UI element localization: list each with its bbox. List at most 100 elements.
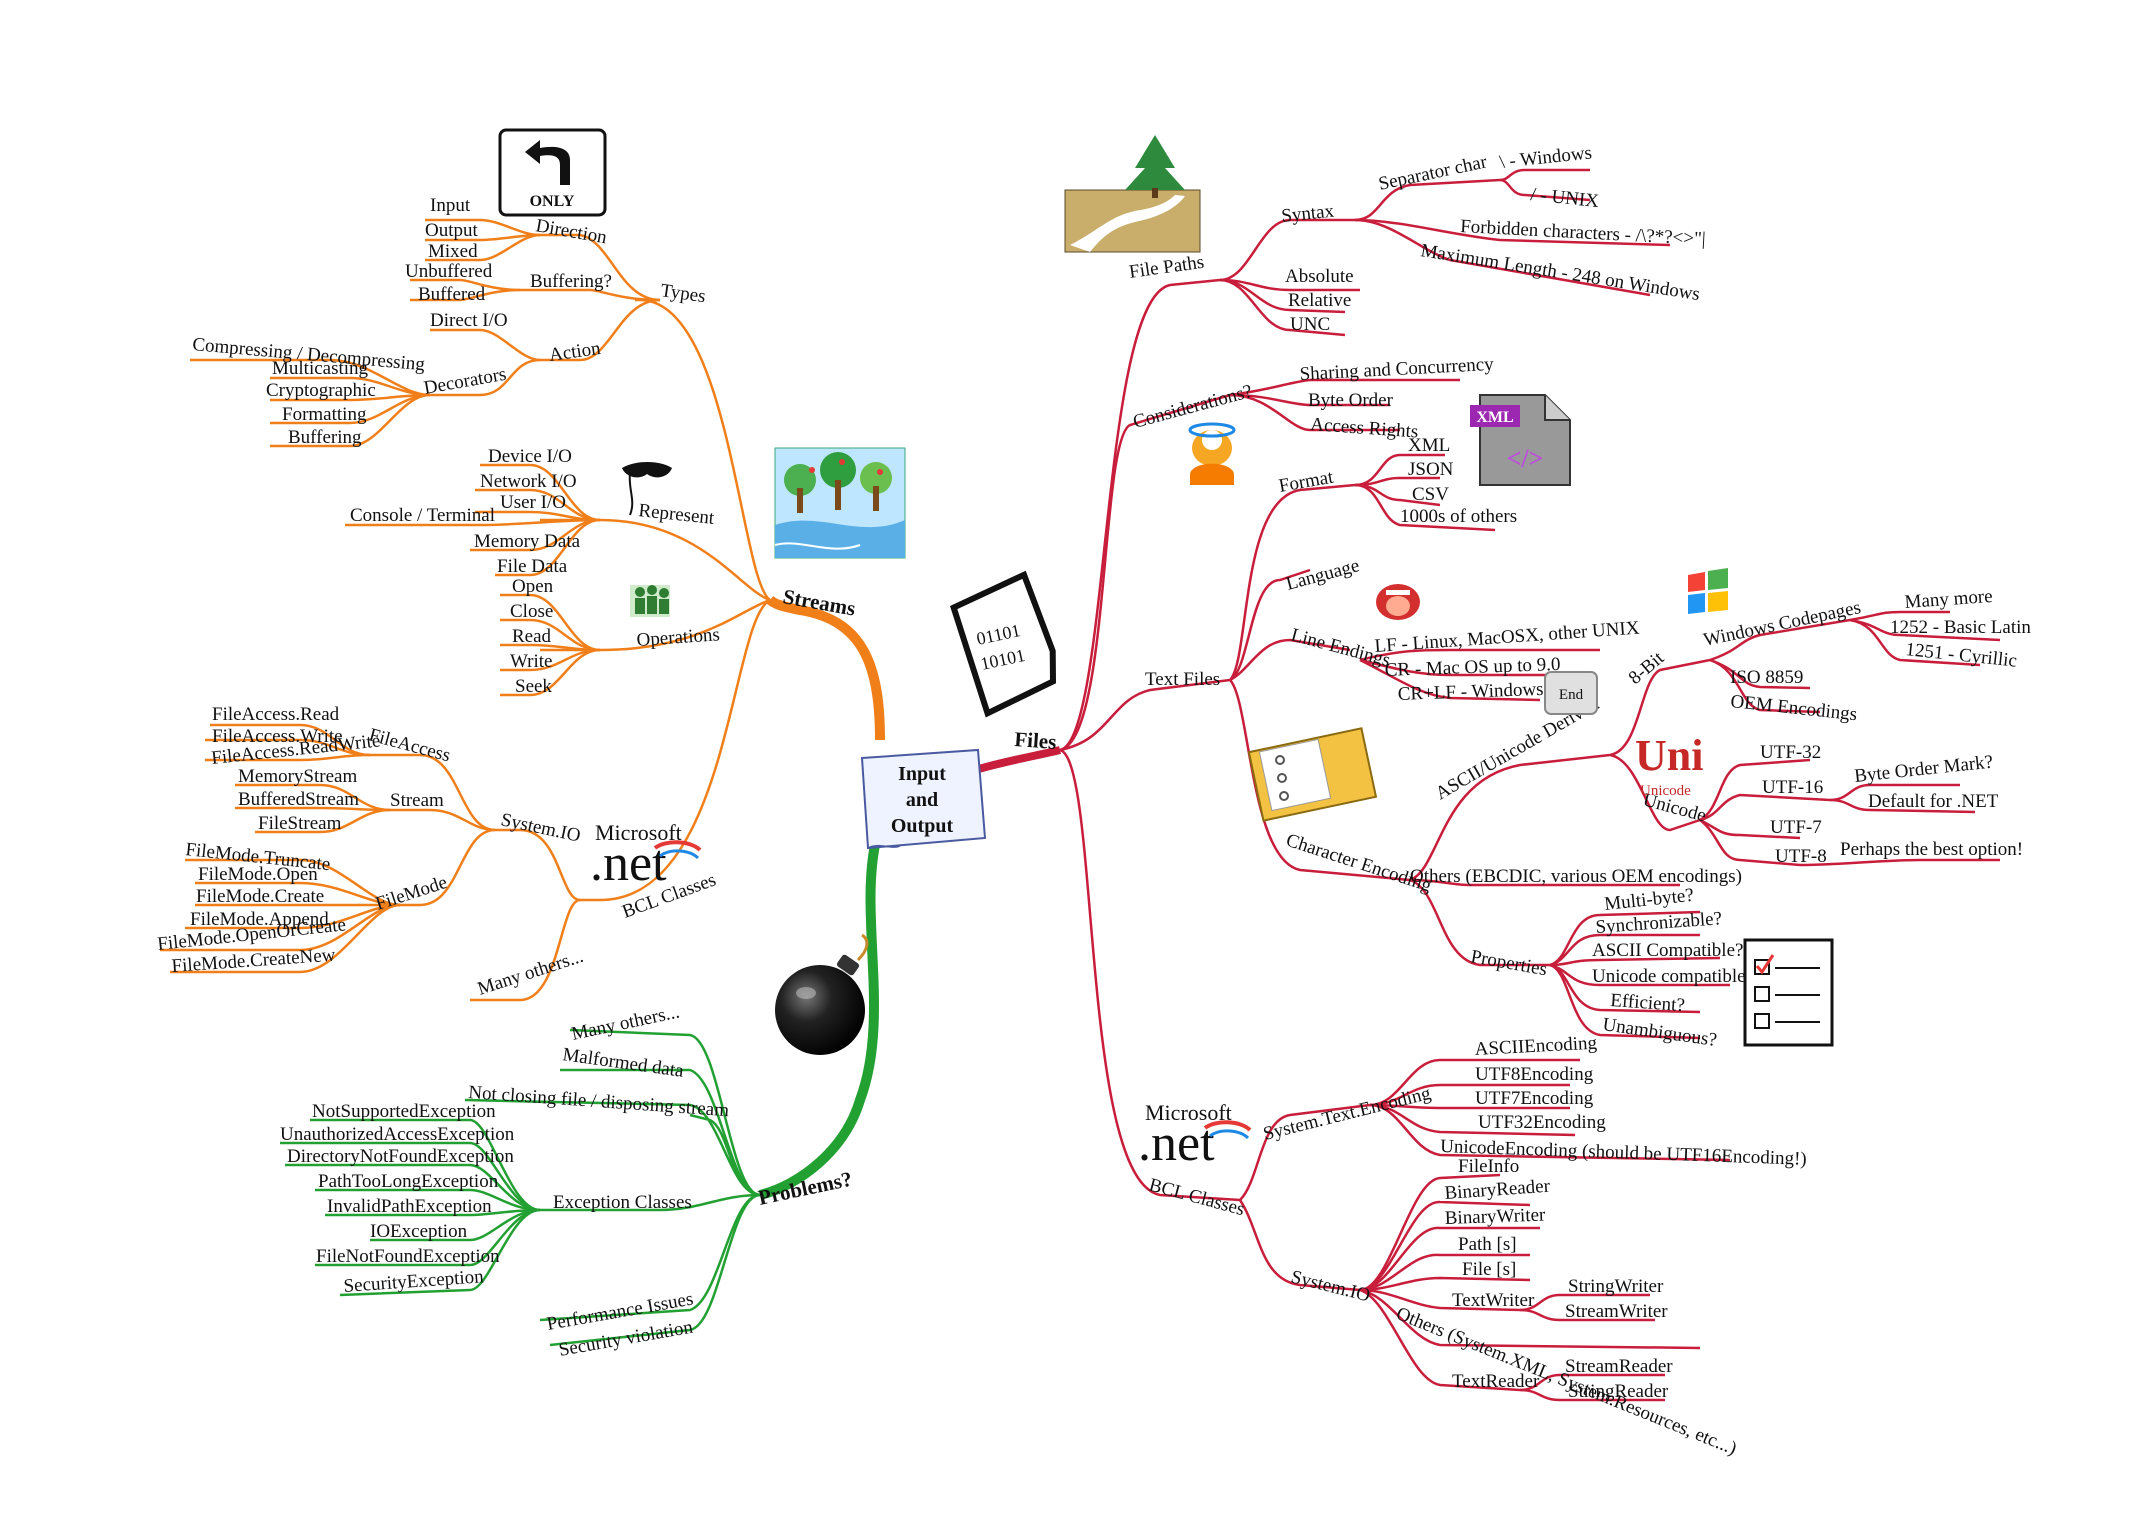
consideration-item[interactable]: Access Rights: [1310, 414, 1419, 442]
fileaccess-item[interactable]: FileAccess.Read: [212, 704, 340, 725]
textwriter-label[interactable]: TextWriter: [1452, 1290, 1535, 1311]
systemio-item[interactable]: FileInfo: [1458, 1156, 1519, 1177]
decorator-item[interactable]: Formatting: [282, 404, 367, 425]
systemio-others[interactable]: Others (System.XML, System.Resources, et…: [1393, 1303, 1739, 1459]
textwriter-item[interactable]: StringWriter: [1568, 1276, 1664, 1297]
represent-item[interactable]: Memory Data: [474, 531, 581, 552]
properties-label[interactable]: Properties: [1469, 946, 1549, 980]
property-item[interactable]: Efficient?: [1610, 990, 1686, 1016]
forbidden-chars[interactable]: Forbidden characters - /\?*?<>"|: [1460, 216, 1706, 250]
utf16-label[interactable]: UTF-16: [1762, 777, 1823, 798]
syntax-label[interactable]: Syntax: [1280, 201, 1335, 227]
systemio-item[interactable]: BinaryReader: [1444, 1176, 1551, 1204]
operation-item[interactable]: Write: [510, 651, 553, 672]
exception-item[interactable]: UnauthorizedAccessException: [280, 1124, 515, 1145]
decorator-item[interactable]: Cryptographic: [266, 380, 376, 401]
streams-bcl-others[interactable]: Many others...: [475, 946, 586, 1000]
separator-item[interactable]: \ - Windows: [1498, 142, 1593, 173]
text-encoding-label[interactable]: System.Text.Encoding: [1261, 1083, 1433, 1145]
eightbit-label[interactable]: 8-Bit: [1625, 647, 1669, 689]
direction-item[interactable]: Output: [425, 220, 479, 241]
decorator-item[interactable]: Buffering: [288, 427, 362, 448]
encoding-item[interactable]: ASCIIEncoding: [1474, 1033, 1598, 1060]
action-label[interactable]: Action: [548, 338, 603, 366]
represent-item[interactable]: Device I/O: [488, 446, 572, 467]
format-item[interactable]: XML: [1408, 435, 1450, 456]
represent-item[interactable]: Network I/O: [480, 471, 577, 492]
exception-item[interactable]: InvalidPathException: [327, 1196, 492, 1217]
represent-item[interactable]: Console / Terminal: [350, 505, 495, 526]
buffering-item[interactable]: Unbuffered: [405, 261, 493, 282]
path-kind[interactable]: Absolute: [1285, 266, 1354, 287]
operations-label[interactable]: Operations: [636, 624, 721, 651]
buffering-label[interactable]: Buffering?: [530, 271, 612, 292]
textreader-label[interactable]: TextReader: [1452, 1371, 1540, 1392]
exception-item[interactable]: NotSupportedException: [312, 1101, 496, 1122]
eightbit-item[interactable]: ISO 8859: [1730, 667, 1803, 688]
stream-item[interactable]: FileStream: [258, 813, 342, 834]
property-item[interactable]: Unicode compatible?: [1592, 966, 1754, 987]
exception-item[interactable]: PathTooLongException: [318, 1171, 499, 1192]
line-ending-item[interactable]: CR+LF - Windows, ...: [1397, 678, 1567, 705]
files-bcl-label[interactable]: BCL Classes: [1147, 1175, 1247, 1221]
represent-label[interactable]: Represent: [637, 500, 715, 529]
codepage-item[interactable]: 1251 - Cyrillic: [1904, 639, 2017, 672]
encoding-item[interactable]: UTF8Encoding: [1475, 1064, 1594, 1085]
types-label[interactable]: Types: [659, 280, 707, 307]
path-kind[interactable]: Relative: [1288, 290, 1351, 311]
max-length[interactable]: Maximum Length - 248 on Windows: [1419, 240, 1701, 305]
format-label[interactable]: Format: [1277, 467, 1335, 497]
action-item[interactable]: Direct I/O: [430, 310, 508, 331]
textreader-item[interactable]: StringReader: [1568, 1381, 1669, 1402]
decorator-item[interactable]: Multicasting: [272, 358, 369, 379]
filemode-item[interactable]: FileMode.Append: [190, 909, 329, 930]
language-label[interactable]: Language: [1284, 555, 1362, 595]
systemio-item[interactable]: Path [s]: [1458, 1234, 1517, 1255]
filemode-label[interactable]: FileMode: [373, 872, 450, 915]
represent-item[interactable]: File Data: [497, 556, 568, 577]
format-item[interactable]: JSON: [1408, 459, 1454, 480]
property-item[interactable]: Unambiguous?: [1601, 1014, 1718, 1051]
utf7-label[interactable]: UTF-7: [1770, 817, 1822, 838]
buffering-item[interactable]: Buffered: [418, 284, 486, 305]
stream-item[interactable]: BufferedStream: [238, 789, 359, 810]
center-node[interactable]: Input and Output: [860, 748, 987, 850]
utf16-item[interactable]: Default for .NET: [1868, 791, 1999, 812]
problem-item[interactable]: Many others...: [570, 1002, 682, 1045]
systemio-item[interactable]: File [s]: [1462, 1259, 1516, 1280]
separator-item[interactable]: / - UNIX: [1529, 184, 1600, 212]
direction-item[interactable]: Input: [430, 195, 471, 216]
format-item[interactable]: CSV: [1412, 484, 1449, 505]
line-ending-item[interactable]: CR - Mac OS up to 9.0: [1384, 654, 1560, 681]
utf32-label[interactable]: UTF-32: [1760, 742, 1821, 763]
consideration-item[interactable]: Byte Order: [1308, 390, 1394, 411]
exception-item[interactable]: DirectoryNotFoundException: [287, 1146, 514, 1167]
problem-item[interactable]: Malformed data: [561, 1044, 685, 1082]
files-systemio-label[interactable]: System.IO: [1289, 1266, 1372, 1306]
fileaccess-item[interactable]: FileAccess.Write: [212, 726, 343, 747]
exception-item[interactable]: FileNotFoundException: [316, 1246, 500, 1267]
codepage-item[interactable]: Many more: [1904, 586, 1993, 613]
textwriter-item[interactable]: StreamWriter: [1565, 1301, 1668, 1322]
filemode-item[interactable]: FileMode.Create: [196, 886, 324, 907]
direction-label[interactable]: Direction: [534, 215, 609, 248]
represent-item[interactable]: User I/O: [500, 492, 566, 513]
separator-label[interactable]: Separator char: [1377, 151, 1490, 195]
systemio-label[interactable]: System.IO: [499, 809, 582, 846]
format-item[interactable]: 1000s of others: [1400, 506, 1517, 527]
operation-item[interactable]: Open: [512, 576, 554, 597]
encoding-others[interactable]: Others (EBCDIC, various OEM encodings): [1410, 866, 1742, 887]
utf16-item[interactable]: Byte Order Mark?: [1853, 752, 1994, 787]
utf8-note[interactable]: Perhaps the best option!: [1840, 839, 2023, 860]
encoding-item[interactable]: UTF7Encoding: [1475, 1088, 1594, 1109]
problem-item[interactable]: Not closing file / disposing stream: [468, 1082, 730, 1121]
property-item[interactable]: ASCII Compatible?: [1592, 940, 1743, 961]
stream-item[interactable]: MemoryStream: [238, 766, 357, 787]
considerations-label[interactable]: Considerations?: [1131, 381, 1255, 433]
encoding-item[interactable]: UTF32Encoding: [1478, 1112, 1606, 1133]
operation-item[interactable]: Read: [512, 626, 552, 647]
systemio-item[interactable]: BinaryWriter: [1444, 1204, 1546, 1229]
decorators-label[interactable]: Decorators: [422, 364, 508, 399]
operation-item[interactable]: Close: [510, 601, 553, 622]
filemode-item[interactable]: FileMode.Open: [198, 864, 318, 885]
